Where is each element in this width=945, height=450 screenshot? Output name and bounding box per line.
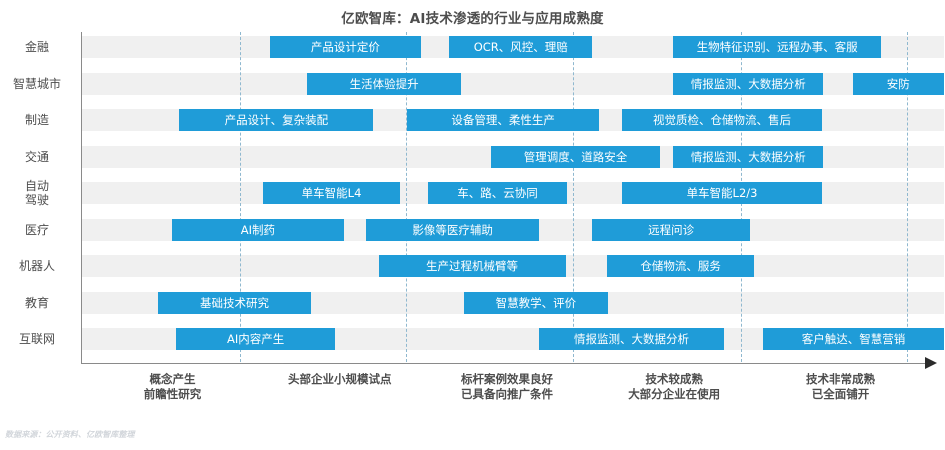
- page-title: 亿欧智库：AI技术渗透的行业与应用成熟度: [341, 11, 604, 27]
- maturity-bar[interactable]: 视觉质检、仓储物流、售后: [621, 109, 823, 131]
- y-axis-label: 教育: [24, 295, 49, 310]
- stage-label-3: 标杆案例效果良好已具备向推广条件: [460, 372, 553, 401]
- maturity-bar[interactable]: 生产过程机械臂等: [378, 255, 566, 277]
- maturity-bar[interactable]: 生物特征识别、远程办事、客服: [673, 36, 882, 58]
- maturity-bar[interactable]: 仓储物流、服务: [606, 255, 755, 277]
- maturity-bar[interactable]: 车、路、云协同: [427, 182, 568, 204]
- stage-label-1: 概念产生前瞻性研究: [143, 372, 202, 401]
- maturity-bar[interactable]: AI内容产生: [175, 328, 336, 350]
- maturity-bar[interactable]: OCR、风控、理赔: [449, 36, 593, 58]
- maturity-bar[interactable]: AI制药: [171, 218, 345, 241]
- maturity-bar[interactable]: 产品设计、复杂装配: [179, 109, 374, 131]
- maturity-bar[interactable]: 设备管理、柔性生产: [406, 109, 600, 131]
- gridline-5: [906, 32, 908, 362]
- source-note: 数据来源：公开资料、亿欧智库整理: [5, 430, 135, 439]
- maturity-bar[interactable]: 安防: [852, 72, 944, 95]
- maturity-bar[interactable]: 基础技术研究: [157, 291, 312, 314]
- maturity-bar[interactable]: 管理调度、道路安全: [491, 145, 660, 168]
- x-axis-arrow-icon: [925, 357, 937, 369]
- x-axis-line: [81, 363, 929, 364]
- maturity-bar[interactable]: 生活体验提升: [306, 72, 462, 95]
- maturity-bar[interactable]: 情报监测、大数据分析: [673, 72, 824, 95]
- y-axis-label: 医疗: [24, 222, 49, 237]
- maturity-bar[interactable]: 单车智能L2/3: [621, 182, 823, 204]
- gridline-1: [239, 32, 241, 362]
- maturity-bar[interactable]: 远程问诊: [592, 218, 751, 241]
- y-axis-label: 交通: [24, 149, 49, 164]
- gridline-2: [406, 32, 408, 362]
- y-axis-label: 互联网: [18, 332, 55, 346]
- maturity-bar[interactable]: 客户触达、智慧营销: [762, 328, 944, 350]
- y-axis-label: 智慧城市: [12, 76, 61, 91]
- y-axis-label: 制造: [24, 113, 49, 127]
- y-axis-label: 机器人: [18, 259, 55, 273]
- gridline-3: [573, 32, 575, 362]
- maturity-bar[interactable]: 影像等医疗辅助: [366, 218, 539, 241]
- maturity-bar[interactable]: 智慧教学、评价: [463, 291, 608, 314]
- maturity-bar[interactable]: 情报监测、大数据分析: [673, 145, 824, 168]
- y-axis-label: 自动驾驶: [24, 179, 49, 207]
- y-axis-label: 金融: [24, 40, 49, 54]
- stage-label-2: 头部企业小规模试点: [287, 372, 392, 386]
- y-axis-line: [81, 32, 82, 363]
- maturity-bar[interactable]: 情报监测、大数据分析: [538, 328, 725, 350]
- stage-label-5: 技术非常成熟已全面铺开: [806, 372, 876, 401]
- maturity-bar[interactable]: 产品设计定价: [269, 36, 421, 58]
- maturity-bar[interactable]: 单车智能L4: [263, 182, 401, 204]
- stage-label-4: 技术较成熟大部分企业在使用: [628, 372, 721, 401]
